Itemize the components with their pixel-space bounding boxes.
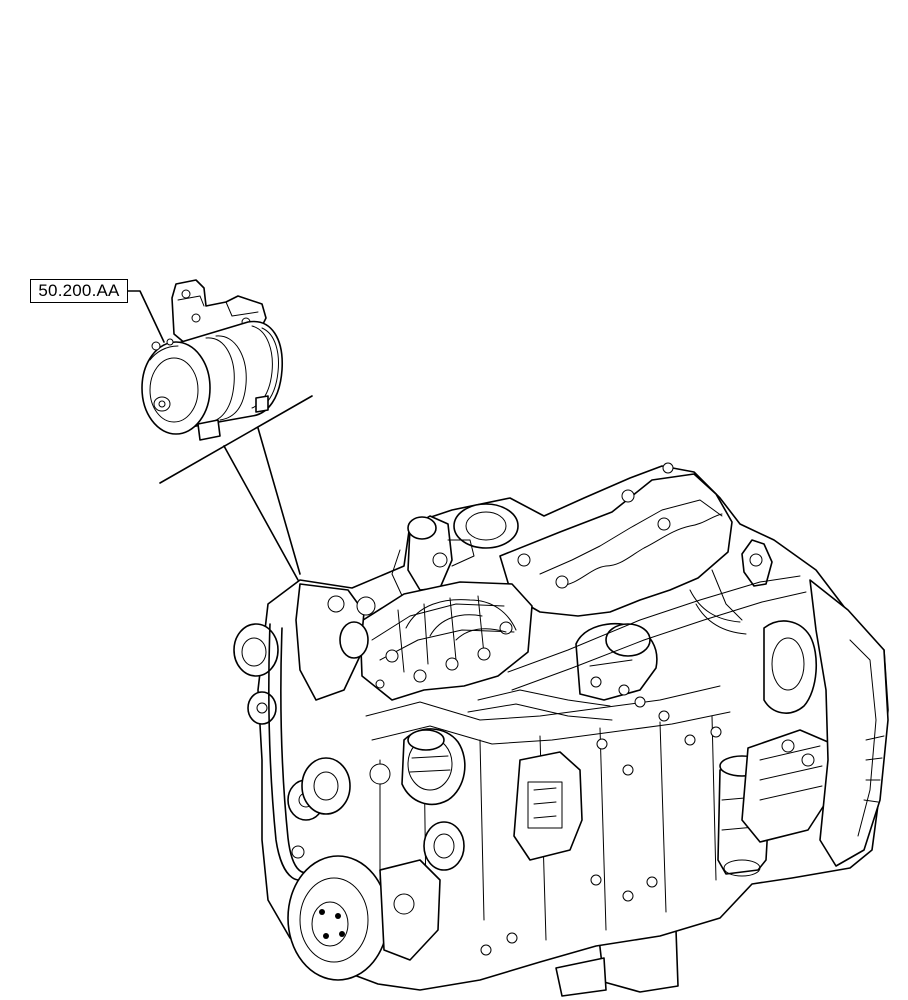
assembly-lines — [159, 395, 313, 581]
part-reference-label[interactable]: 50.200.AA — [30, 279, 128, 303]
turbocharger — [391, 503, 519, 607]
ac-compressor — [127, 279, 283, 441]
engine-block — [233, 462, 889, 997]
alternator — [401, 728, 466, 806]
